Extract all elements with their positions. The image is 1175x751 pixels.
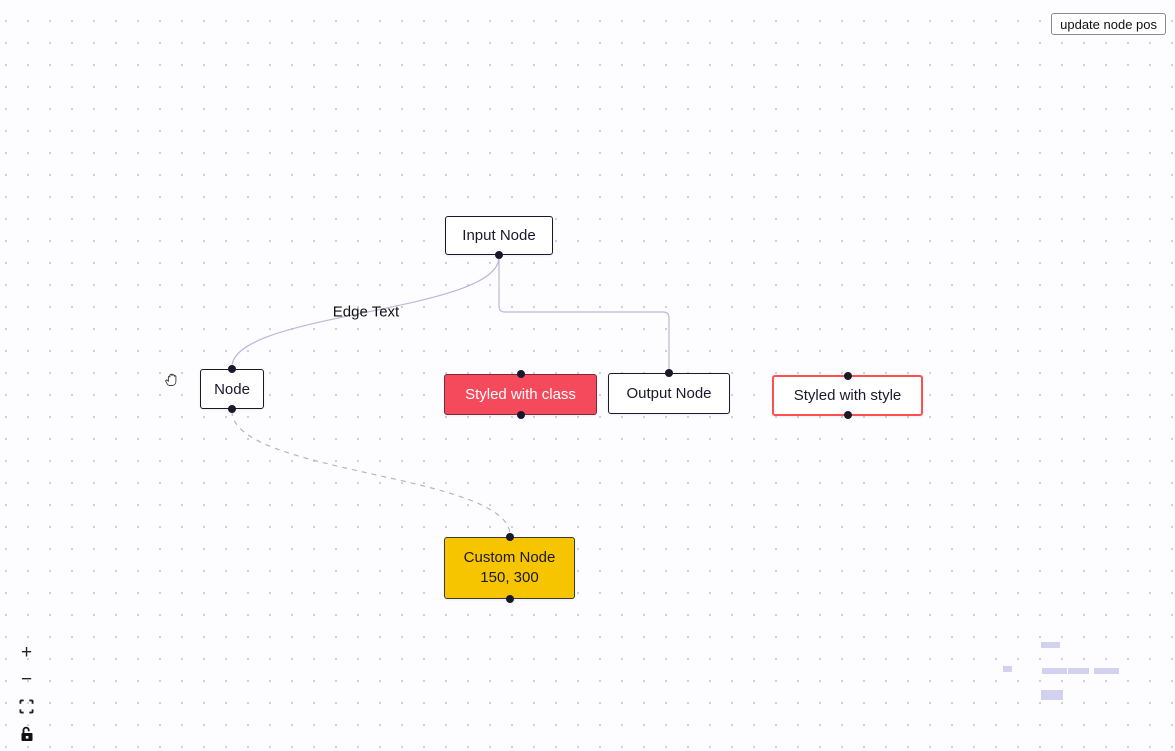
node-styled-with-class[interactable]: Styled with class (444, 370, 597, 419)
source-handle[interactable] (516, 411, 525, 419)
source-handle[interactable] (505, 595, 514, 603)
minimap-node-input (1041, 642, 1060, 648)
node-default-label: Node (214, 380, 250, 398)
edge-label: Edge Text (332, 303, 400, 321)
minimap-node-custom (1041, 690, 1063, 700)
update-node-pos-button[interactable]: update node pos (1051, 13, 1166, 35)
lock-icon (21, 726, 32, 741)
edge-node-to-custom-dashed[interactable] (231, 410, 511, 536)
target-handle[interactable] (843, 372, 852, 380)
fit-view-icon (19, 699, 34, 714)
target-handle[interactable] (505, 533, 514, 541)
node-styled-with-style[interactable]: Styled with style (772, 372, 923, 419)
node-input[interactable]: Input Node (445, 216, 553, 259)
source-handle[interactable] (495, 251, 503, 259)
minimap-node-styled-with-style (1094, 668, 1119, 674)
node-custom-label-line1: Custom Node (463, 549, 556, 566)
flow-controls: + − (13, 639, 41, 747)
node-output-label: Output Node (626, 385, 712, 402)
node-custom[interactable]: Custom Node 150, 300 (444, 533, 575, 603)
plus-icon: + (20, 642, 33, 663)
minimap-node-styled-with-class (1042, 668, 1067, 674)
edge-input-to-node[interactable] (231, 256, 500, 368)
zoom-in-button[interactable]: + (13, 639, 40, 666)
zoom-out-button[interactable]: − (13, 666, 40, 693)
node-input-label: Input Node (462, 227, 536, 244)
target-handle[interactable] (516, 370, 525, 378)
lock-interactivity-button[interactable] (13, 720, 40, 747)
minimap-node-output (1068, 668, 1089, 674)
edge-input-to-output[interactable] (498, 257, 670, 371)
node-custom-label-line2: 150, 300 (480, 569, 539, 586)
minimap-node-default (1003, 666, 1012, 672)
minimap[interactable] (995, 635, 1170, 715)
target-handle[interactable] (228, 365, 236, 373)
target-handle[interactable] (665, 369, 673, 377)
node-output[interactable]: Output Node (608, 369, 730, 414)
node-styled-with-class-label: Styled with class (465, 386, 576, 403)
source-handle[interactable] (228, 405, 236, 413)
node-styled-with-style-label: Styled with style (793, 387, 902, 404)
fit-view-button[interactable] (13, 693, 40, 720)
source-handle[interactable] (843, 411, 852, 419)
grab-cursor-icon (165, 373, 177, 386)
node-default[interactable]: Node (200, 365, 264, 413)
minus-icon: − (20, 669, 33, 690)
